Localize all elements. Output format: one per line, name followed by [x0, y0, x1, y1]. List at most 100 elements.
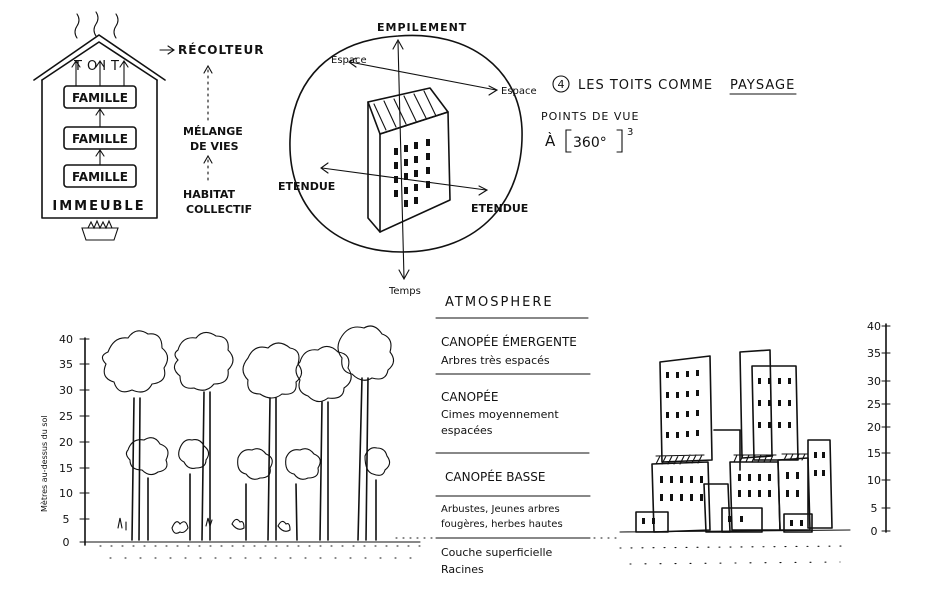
subtitle-value: 360° — [573, 135, 607, 151]
roof-hatch — [655, 454, 705, 465]
axis-tick: 15 — [59, 462, 73, 475]
steam-icon — [74, 13, 80, 39]
flow-column: RÉCOLTEUR MÉLANGE DE VIES HABITAT COLLEC… — [159, 42, 264, 216]
tree-trunk — [267, 397, 277, 541]
tree-crown — [364, 447, 391, 476]
arrow-head-icon — [488, 85, 499, 96]
tree-crown — [285, 448, 321, 480]
tree-trunk — [319, 401, 329, 541]
up-arrows — [71, 60, 129, 166]
left-height-axis: 40 35 30 25 20 15 10 5 0 Mètres au-dessu… — [39, 333, 90, 549]
building-side — [367, 101, 381, 233]
tree-crown — [337, 325, 395, 381]
layer-desc: Arbustes, Jeunes arbres — [441, 504, 560, 515]
flow-top-label: RÉCOLTEUR — [178, 42, 264, 57]
floor-label: FAMILLE — [72, 170, 128, 184]
axis-vertical — [397, 41, 405, 279]
axis-tick: 15 — [867, 447, 881, 460]
roof-hatch — [781, 453, 809, 461]
fire-icon — [81, 227, 119, 241]
globe-diagram: EMPILEMENT Espace Espace ETENDUE ETENDUE… — [278, 21, 537, 297]
building — [783, 513, 813, 533]
axis-label-down: Temps — [388, 286, 421, 297]
section-title: 4 LES TOITS COMME PAYSAGE POINTS DE VUE … — [541, 75, 797, 153]
axis-tick: 20 — [867, 421, 881, 434]
building-windows — [394, 139, 430, 207]
layer-title: CANOPÉE — [441, 389, 498, 404]
tree-trunk — [201, 391, 211, 541]
flow-bottom-line1: HABITAT — [183, 188, 236, 201]
arrow-head-icon — [203, 154, 213, 164]
shrub — [117, 517, 127, 531]
ground-dots — [629, 561, 841, 565]
bracket-left — [565, 129, 572, 153]
steam-icon — [113, 13, 119, 39]
building — [721, 507, 763, 533]
arrow-right-icon — [159, 45, 175, 55]
building — [729, 461, 781, 531]
steam-icon — [93, 11, 99, 37]
axis-espace — [349, 61, 497, 91]
city-sketch — [619, 349, 851, 565]
axis-label-etendue-left: ETENDUE — [278, 180, 335, 193]
subtitle-prefix: À — [545, 131, 556, 150]
arrow-head-icon — [392, 38, 404, 50]
house-base-label: IMMEUBLE — [52, 199, 145, 214]
house-diagram: TOIT FAMILLE FAMILLE FAMILLE IMMEUBLE — [33, 11, 166, 241]
forest-sketch — [84, 325, 431, 559]
building-front — [379, 111, 451, 233]
tower — [751, 365, 799, 461]
layer-title: ATMOSPHERE — [445, 295, 554, 310]
tree-crown — [101, 330, 169, 393]
arrow-head-icon — [478, 185, 489, 196]
axis-tick: 40 — [867, 320, 881, 333]
axis-tick: 10 — [867, 474, 881, 487]
axis-label: Mètres au-dessus du sol — [39, 415, 49, 512]
bracket-right — [616, 129, 623, 153]
shrub — [231, 518, 245, 530]
subtitle-exponent: 3 — [627, 127, 633, 138]
axis-label-espace-left: Espace — [331, 55, 367, 66]
subtitle-line1: POINTS DE VUE — [541, 110, 639, 123]
tree-crown — [295, 345, 352, 403]
ground-line — [619, 529, 851, 533]
house-walls — [41, 79, 158, 219]
city-windows — [642, 370, 825, 526]
right-height-axis: 40 35 30 25 20 15 10 5 0 — [867, 320, 891, 538]
building-roof — [367, 87, 449, 135]
flame-icon — [87, 219, 113, 230]
layer-desc: Couche superficielle — [441, 546, 553, 559]
layer-desc: fougères, herbes hautes — [441, 518, 563, 530]
ground-dots — [619, 545, 851, 549]
building — [651, 461, 711, 533]
tree-crown — [178, 439, 210, 469]
axis-label-etendue-right: ETENDUE — [471, 202, 528, 215]
layer-list: ATMOSPHERE CANOPÉE ÉMERGENTE Arbres très… — [395, 295, 623, 576]
building-sketch — [367, 87, 451, 233]
globe-outline — [289, 34, 523, 253]
tree-trunk — [131, 397, 141, 541]
tree-crown — [125, 437, 169, 476]
layer-desc: Cimes moyennement — [441, 408, 559, 421]
flow-middle-line1: MÉLANGE — [183, 125, 243, 138]
house-roof-outer — [33, 34, 166, 81]
title-highlight: PAYSAGE — [730, 78, 795, 93]
arrow-head-icon — [398, 269, 410, 281]
section-number-circle — [552, 75, 570, 93]
building — [777, 457, 811, 531]
house-roof-inner — [41, 41, 158, 81]
tower — [659, 355, 713, 463]
axis-tick: 30 — [59, 384, 73, 397]
axis-tick: 10 — [59, 487, 73, 500]
layer-desc: Arbres très espacés — [441, 354, 550, 367]
arrow-head-icon — [320, 162, 329, 174]
axis-tick: 35 — [867, 347, 881, 360]
small-trunk — [147, 473, 377, 541]
shrub — [171, 521, 189, 534]
axis-label-espace-right: Espace — [501, 86, 537, 97]
axis-tick: 5 — [871, 502, 878, 515]
shrub — [277, 520, 291, 532]
layer-desc: espacées — [441, 424, 493, 437]
floor-label: FAMILLE — [72, 132, 128, 146]
layer-title: CANOPÉE ÉMERGENTE — [441, 334, 577, 349]
